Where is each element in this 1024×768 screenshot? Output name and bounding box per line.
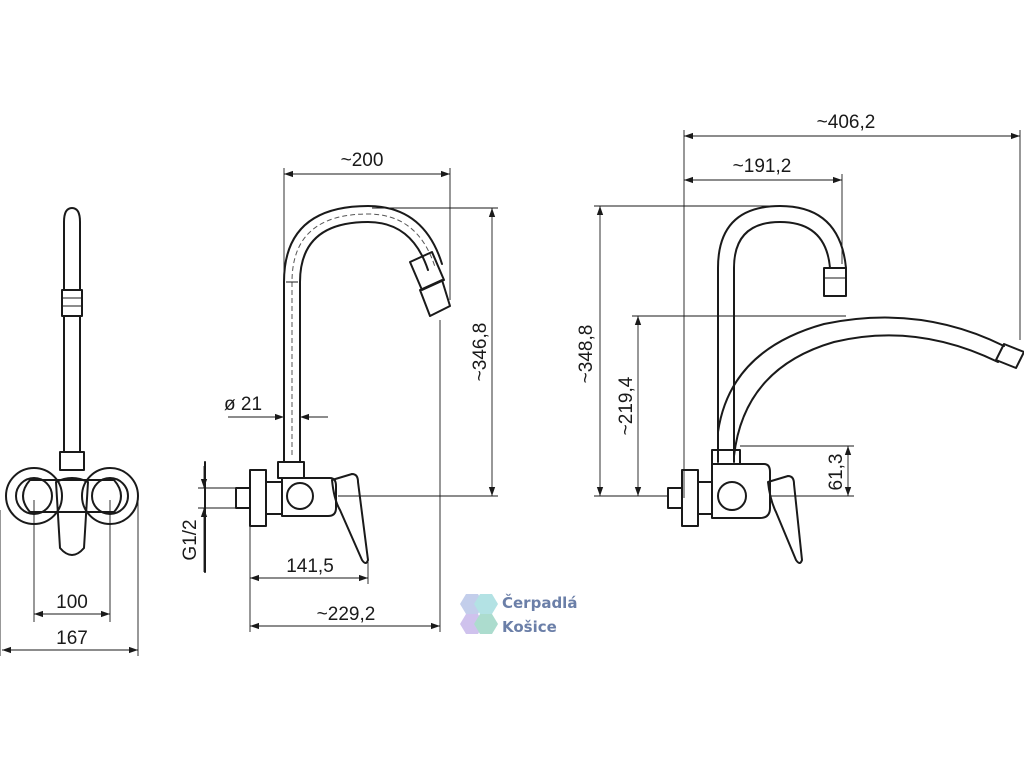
dim-right-long-spout: ~406,2 (817, 112, 876, 133)
dim-right-total-height: ~348,8 (576, 325, 597, 384)
dim-right-base-height: 61,3 (826, 454, 847, 491)
dim-side-top-width: ~200 (341, 150, 384, 171)
dim-side-height: ~346,8 (470, 323, 491, 382)
right-view: ~406,2 ~191,2 ~348,8 ~219,4 61,3 (576, 112, 1024, 564)
dim-side-pipe-diameter: ø 21 (224, 394, 262, 415)
watermark-logo (460, 594, 498, 634)
dim-side-body-depth: 141,5 (286, 556, 334, 577)
dim-front-inner-width: 100 (56, 592, 88, 613)
side-view: ø 21 ~200 ~346,8 G1/2 141,5 ~229,2 (180, 150, 498, 632)
watermark-text-line1: Čerpadlá (502, 593, 577, 612)
watermark-hex-icon (474, 614, 498, 634)
watermark-hex-icon (474, 594, 498, 614)
front-view: 100 167 (0, 207, 139, 656)
dim-front-outer-width: 167 (56, 628, 88, 649)
dim-side-thread: G1/2 (180, 519, 201, 560)
dim-side-total-depth: ~229,2 (317, 604, 376, 625)
dim-right-short-spout: ~191,2 (733, 156, 792, 177)
dim-right-long-height: ~219,4 (616, 376, 637, 435)
watermark-text-line2: Košice (502, 618, 557, 636)
